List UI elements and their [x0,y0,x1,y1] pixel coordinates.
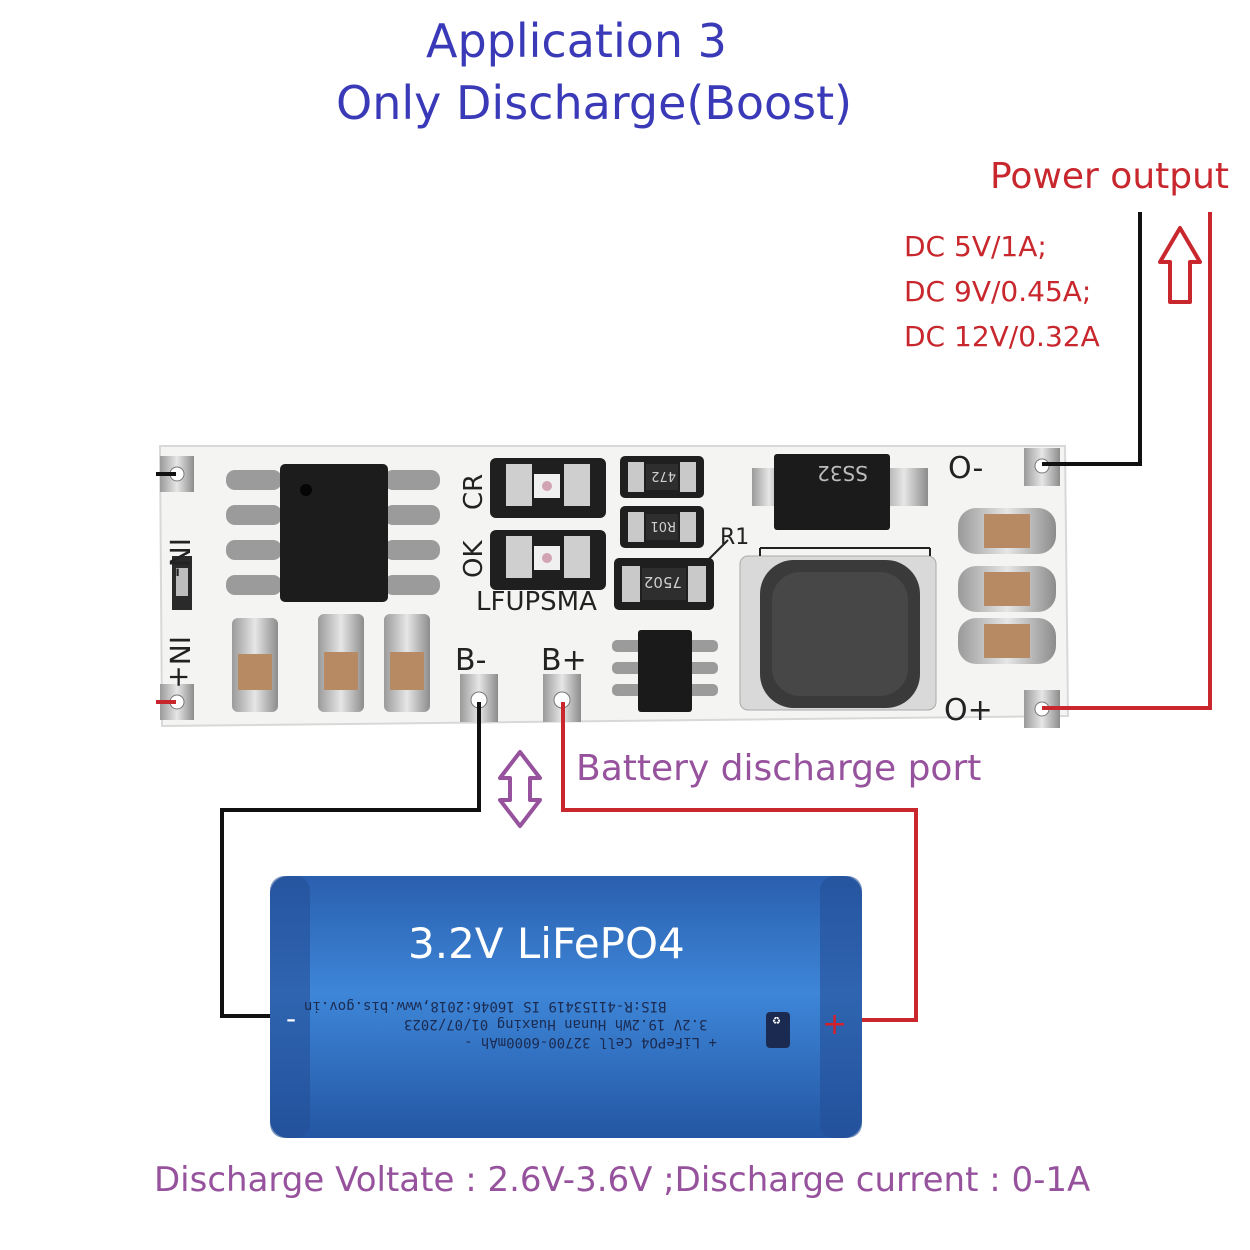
resistor-marking-r01: R01 [650,518,676,533]
battery-plus-label: + [822,1007,847,1042]
capacitors-output [958,508,1056,664]
smd-resistor-r01 [620,506,704,548]
resistor-marking-7502: 7502 [644,573,682,591]
capacitors-input [232,614,430,712]
title-line-1: Application 3 [426,14,727,68]
wire-o-plus [1042,212,1212,710]
title-line-2: Only Discharge(Boost) [336,76,853,130]
battery-print-line-2: 3.2V 19.2Wh Hunan Huaxing 01/07/2023 [404,1016,708,1032]
resistor-marking-472: 472 [651,468,676,483]
ref-label-r1: R1 [720,525,749,550]
wire-o-minus [1042,212,1142,466]
led-cr [490,458,606,518]
wire-b-plus [561,702,918,1022]
smd-resistor-7502 [614,558,714,610]
pin-label-b-minus: B- [455,643,486,678]
power-output-label: Power output [990,156,1230,197]
smd-resistor-472 [620,456,704,498]
led-label-cr: CR [459,474,489,510]
output-spec-5v: DC 5V/1A; [904,230,1047,263]
diode-ss32 [752,454,928,530]
pad-o-minus[interactable] [1024,448,1060,486]
ic-sot23 [612,630,718,712]
pcb-board: LFUPSMA B- B+ O- O+ R1 IN- IN+ CR OK SS3… [156,445,1070,728]
led-ok [490,530,606,590]
output-arrow-icon [1158,226,1202,304]
pin-label-o-minus: O- [948,451,983,486]
board-model-label: LFUPSMA [476,587,597,617]
battery-print-line-3: + LiFePO4 Cell 32700-6000mAh - [464,1034,717,1050]
led-label-ok: OK [459,540,489,578]
output-specs: DC 5V/1A; DC 9V/0.45A; DC 12V/0.32A [904,224,1100,359]
inductor [739,547,937,711]
battery-minus-label: - [286,1002,296,1035]
battery-port-label: Battery discharge port [576,748,982,789]
diode-marking: SS32 [817,461,868,485]
ic-soic8 [226,464,440,602]
wire-b-minus [220,702,481,1018]
output-spec-9v: DC 9V/0.45A; [904,275,1092,308]
pin-label-o-plus: O+ [944,693,993,728]
battery-label: 3.2V LiFePO4 [408,919,685,968]
pin-label-b-plus: B+ [541,643,587,678]
battery-cell: ♻ [270,876,862,1138]
footer-spec: Discharge Voltate : 2.6V-3.6V ;Discharge… [154,1160,1091,1200]
output-spec-12v: DC 12V/0.32A [904,320,1100,353]
battery-print-line-1: BIS:R-41153419 IS 16046:2018,www.bis.gov… [304,998,667,1014]
svg-text:♻: ♻ [772,1016,781,1027]
pin-label-in-plus: IN+ [163,636,196,689]
bidirectional-arrow-icon [498,750,542,828]
pin-label-in-minus: IN- [163,538,196,577]
